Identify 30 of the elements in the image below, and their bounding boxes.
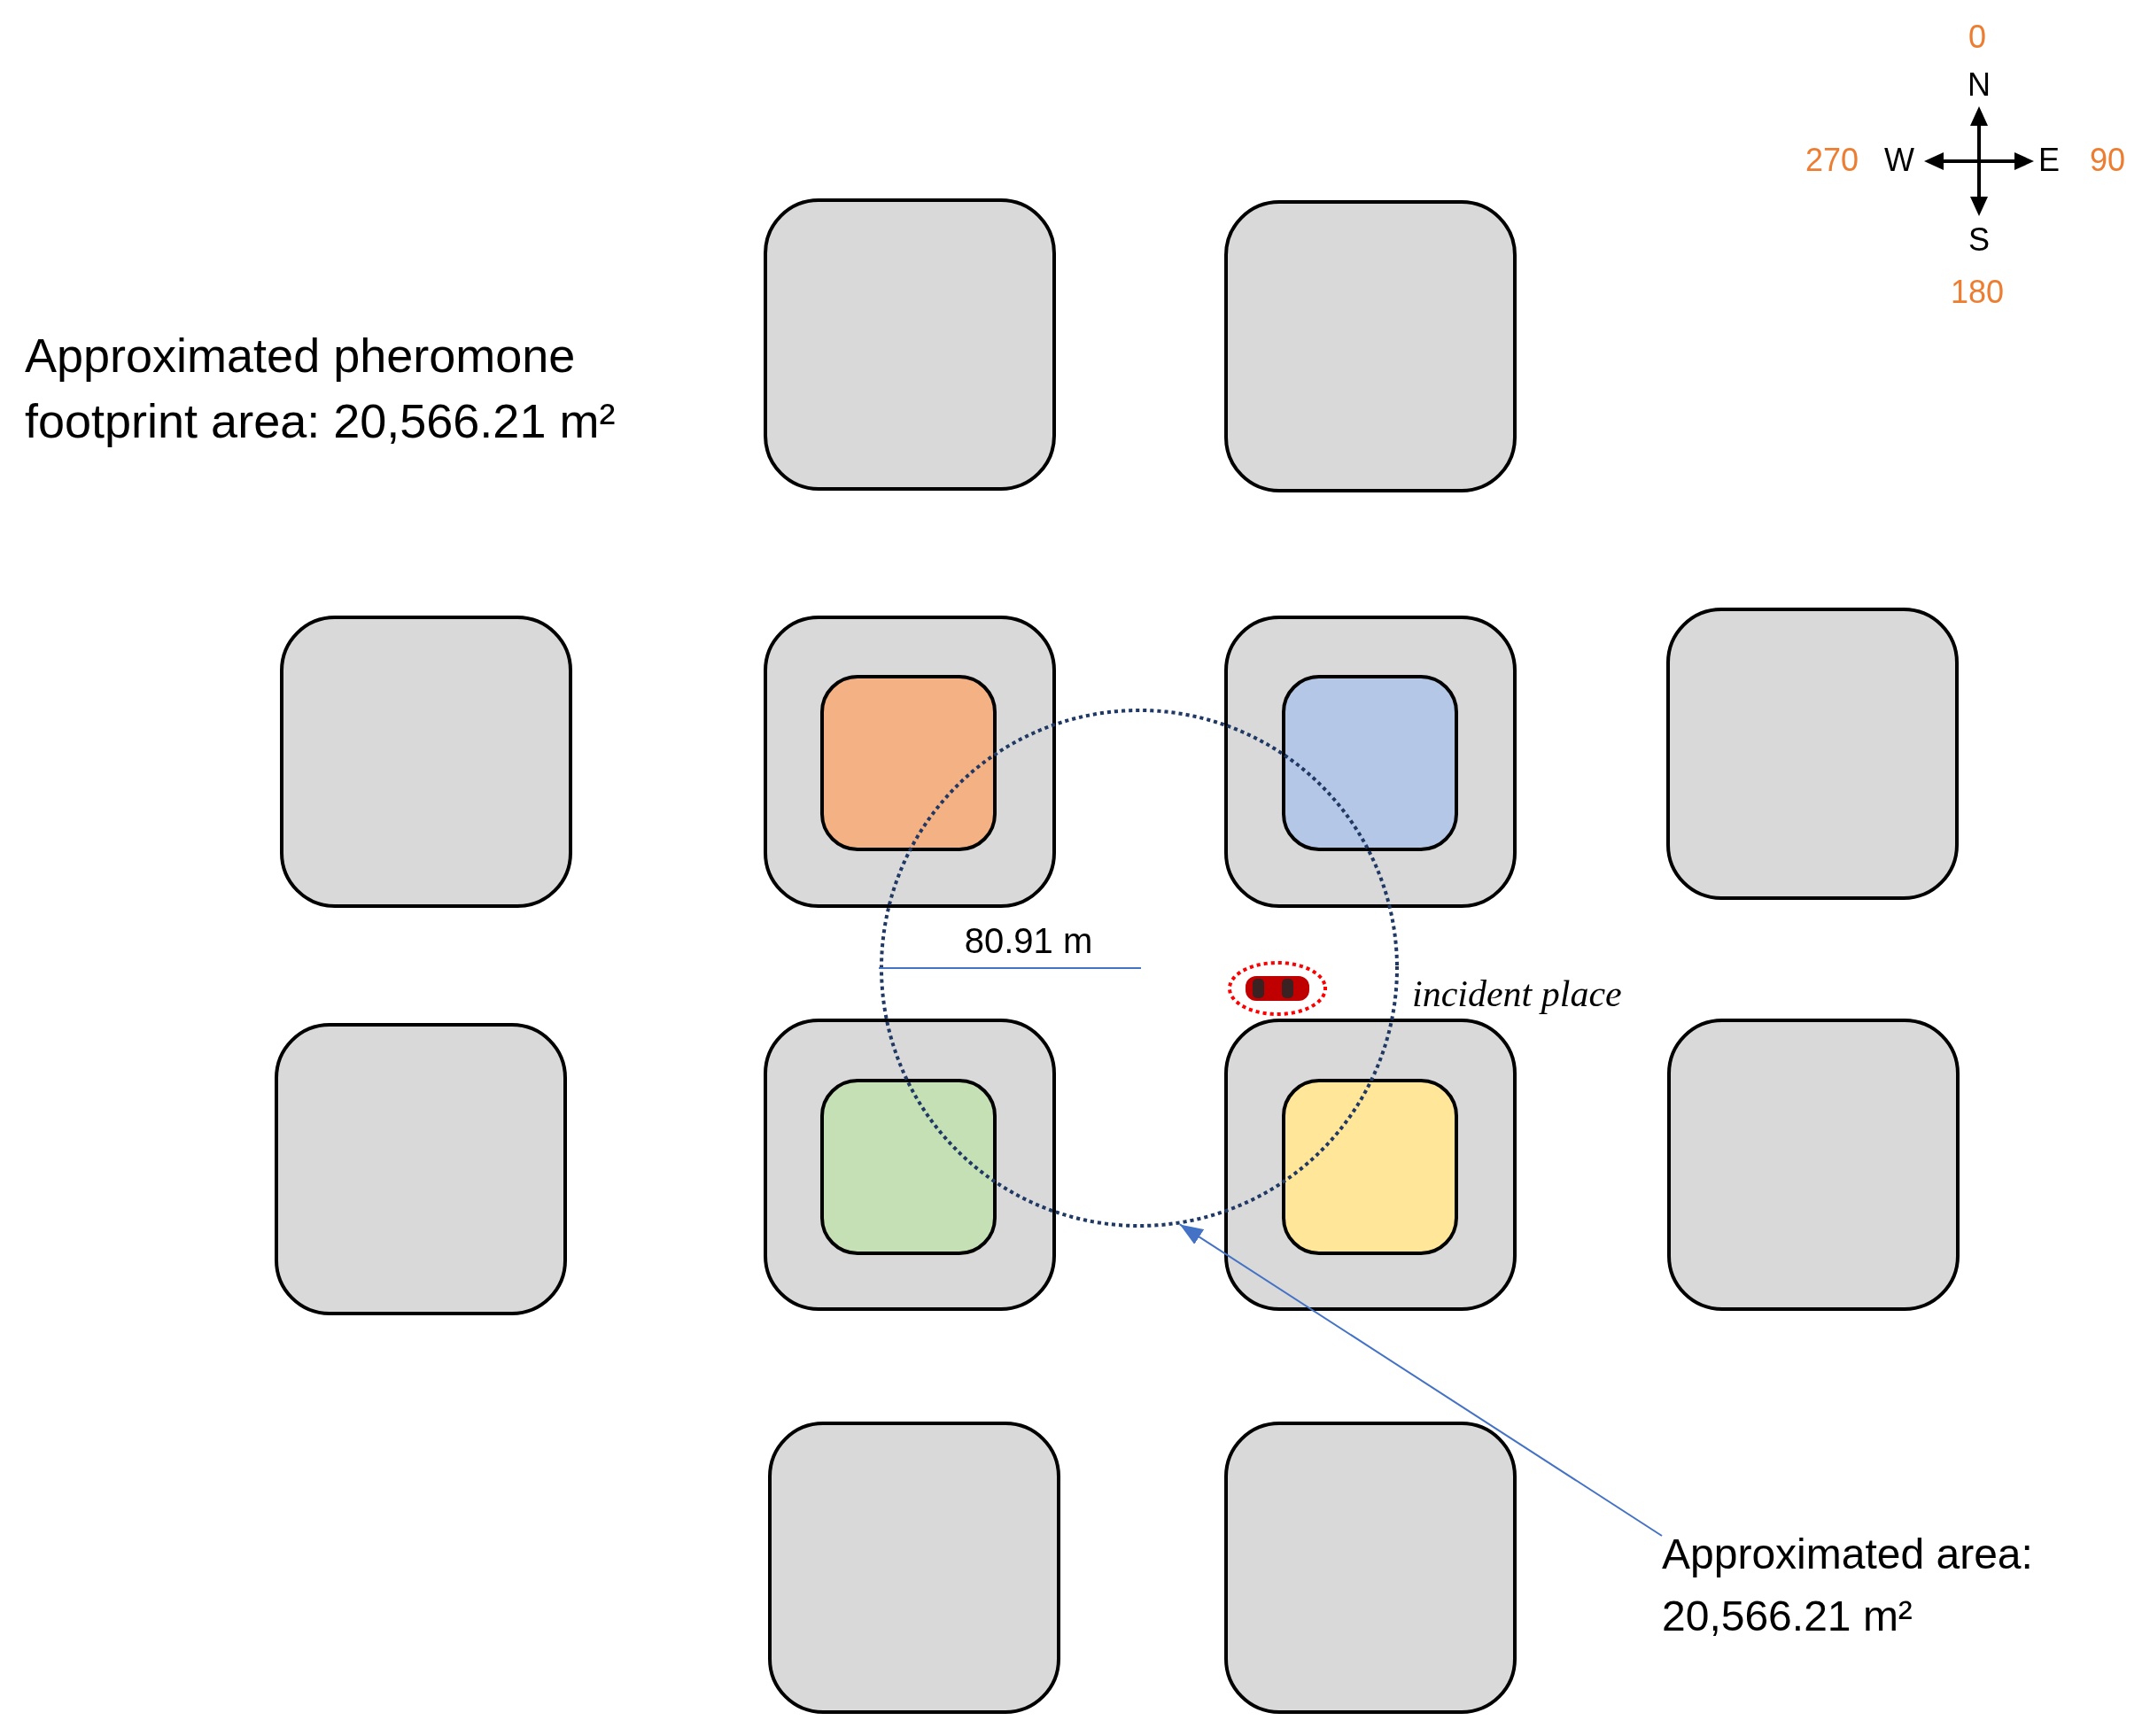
callout-text: Approximated area: 20,566.21 m²	[1662, 1523, 2131, 1647]
compass-letter: S	[1968, 221, 1990, 259]
dimension-label: 80.91 m	[964, 920, 1093, 961]
city-block	[1666, 608, 1959, 900]
leader-arrow	[1178, 1223, 1663, 1537]
city-block	[1224, 1019, 1517, 1311]
bearing-number: 180	[1950, 274, 2005, 311]
compass-letter: W	[1884, 142, 1914, 179]
dotted-circle	[879, 708, 1400, 1228]
city-block	[280, 616, 572, 908]
inner-block	[820, 1079, 997, 1255]
compass-letter: N	[1968, 66, 1991, 104]
city-block	[764, 616, 1056, 908]
place-label: incident place	[1412, 972, 1622, 1016]
inner-block	[820, 675, 997, 851]
bearing-number: 270	[1805, 142, 1859, 179]
bearing-number: 90	[2090, 142, 2125, 179]
city-block	[768, 1422, 1060, 1714]
city-block	[764, 198, 1056, 491]
bearing-number: 0	[1968, 19, 1986, 56]
diagram-title: Approximated pheromone footprint area: 20,566.21 m²	[25, 328, 617, 449]
compass-letter: E	[2038, 142, 2060, 179]
city-block	[1224, 1422, 1517, 1714]
city-block	[275, 1023, 567, 1315]
city-block	[1667, 1019, 1960, 1311]
city-block	[764, 1019, 1056, 1311]
inner-block	[1282, 1079, 1458, 1255]
city-block	[1224, 616, 1517, 908]
city-block	[1224, 200, 1517, 492]
inner-block	[1282, 675, 1458, 851]
